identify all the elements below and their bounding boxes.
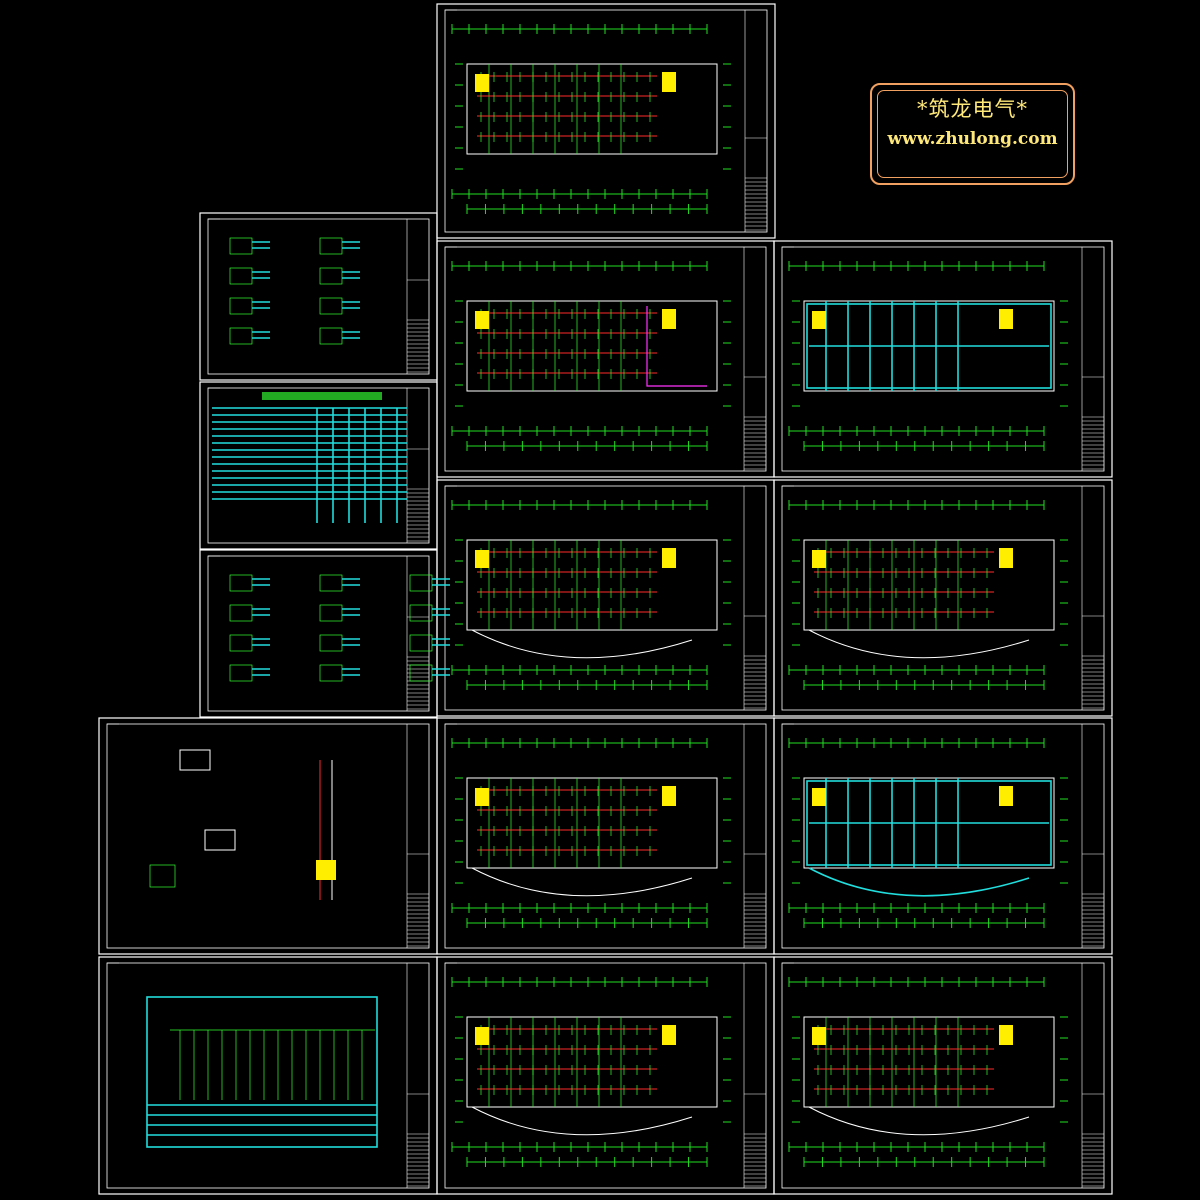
curved-facade xyxy=(471,867,693,897)
distribution-panel xyxy=(409,634,433,652)
building-outline xyxy=(803,777,1055,869)
curved-facade xyxy=(471,1106,693,1136)
stair-block xyxy=(662,786,676,806)
inner-border xyxy=(444,723,767,949)
drawing-content xyxy=(106,9,1105,1189)
building-outline xyxy=(803,1016,1055,1108)
curved-facade xyxy=(808,629,1030,659)
logo-inner-border xyxy=(877,90,1068,178)
distribution-panel xyxy=(319,327,343,345)
sheet-floor-plan-2[interactable] xyxy=(436,240,775,478)
stair-block xyxy=(999,786,1013,806)
distribution-panel xyxy=(229,664,253,682)
inner-border xyxy=(781,962,1105,1189)
distribution-panel xyxy=(229,634,253,652)
building-outline xyxy=(466,539,718,631)
inner-border xyxy=(106,723,430,949)
distribution-panel xyxy=(319,267,343,285)
curved-facade xyxy=(471,629,693,659)
building-outline xyxy=(803,539,1055,631)
distribution-panel xyxy=(229,574,253,592)
inner-border xyxy=(781,723,1105,949)
building-outline xyxy=(466,63,718,155)
stair-block xyxy=(475,311,489,329)
inner-border xyxy=(444,962,767,1189)
stair-block xyxy=(812,788,826,806)
distribution-panel xyxy=(229,267,253,285)
inner-border xyxy=(781,246,1105,472)
inner-border xyxy=(207,387,430,544)
stair-block xyxy=(662,309,676,329)
stair-block xyxy=(999,1025,1013,1045)
inner-border xyxy=(106,962,430,1189)
inner-border xyxy=(207,218,430,375)
sheet-floor-plan-6[interactable] xyxy=(773,956,1113,1195)
building-outline xyxy=(466,777,718,869)
detail-hatch xyxy=(149,864,176,888)
distribution-panel xyxy=(319,237,343,255)
stair-block xyxy=(662,548,676,568)
distribution-panel xyxy=(319,604,343,622)
table-title-bar xyxy=(262,392,382,400)
sheet-floor-plan-4[interactable] xyxy=(436,717,775,955)
sheet-floor-plan-3[interactable] xyxy=(436,479,775,717)
stair-block xyxy=(999,309,1013,329)
building-outline xyxy=(466,300,718,392)
zhulong-logo: *筑龙电气* www.zhulong.com xyxy=(870,83,1075,185)
distribution-panel xyxy=(319,574,343,592)
sheet-detail-drawing[interactable] xyxy=(98,717,438,955)
sheet-floor-plan-top[interactable] xyxy=(436,3,776,239)
distribution-panel xyxy=(319,664,343,682)
stair-block xyxy=(662,1025,676,1045)
distribution-panel xyxy=(229,297,253,315)
sheet-equipment-table[interactable] xyxy=(199,381,438,550)
distribution-panel xyxy=(409,664,433,682)
ground-ring xyxy=(806,780,1052,866)
distribution-panel xyxy=(409,574,433,592)
sheet-grounding-plan[interactable] xyxy=(773,240,1113,478)
inner-border xyxy=(207,555,430,712)
logo-title: *筑龙电气* xyxy=(917,97,1028,121)
stair-block xyxy=(812,311,826,329)
stair-block xyxy=(662,72,676,92)
distribution-panel xyxy=(229,327,253,345)
distribution-panel xyxy=(319,634,343,652)
detail-box xyxy=(204,829,236,851)
building-outline xyxy=(466,1016,718,1108)
stair-block xyxy=(475,74,489,92)
distribution-panel xyxy=(319,297,343,315)
sheet-floor-plan-5[interactable] xyxy=(436,956,775,1195)
curved-facade xyxy=(808,867,1030,897)
feeder-route xyxy=(646,306,707,387)
stair-block xyxy=(475,1027,489,1045)
sheet-frames xyxy=(98,3,1113,1195)
curved-facade xyxy=(808,1106,1030,1136)
sheet-riser-diagram[interactable] xyxy=(98,956,438,1195)
inner-border xyxy=(444,485,767,711)
stair-block xyxy=(812,1027,826,1045)
inner-border xyxy=(781,485,1105,711)
inner-border xyxy=(444,9,768,233)
distribution-panel xyxy=(409,604,433,622)
stair-block xyxy=(999,548,1013,568)
stair-block xyxy=(475,788,489,806)
ground-ring xyxy=(806,303,1052,389)
stair-block xyxy=(812,550,826,568)
riser-table xyxy=(146,996,378,1148)
stair-block xyxy=(475,550,489,568)
sheet-floor-plan-3b[interactable] xyxy=(773,479,1113,717)
building-outline xyxy=(803,300,1055,392)
distribution-panel xyxy=(229,604,253,622)
detail-box xyxy=(179,749,211,771)
inner-border xyxy=(444,246,767,472)
distribution-panel xyxy=(229,237,253,255)
riser-base xyxy=(316,860,336,880)
sheet-grounding-plan-2[interactable] xyxy=(773,717,1113,955)
logo-url: www.zhulong.com xyxy=(887,129,1058,149)
